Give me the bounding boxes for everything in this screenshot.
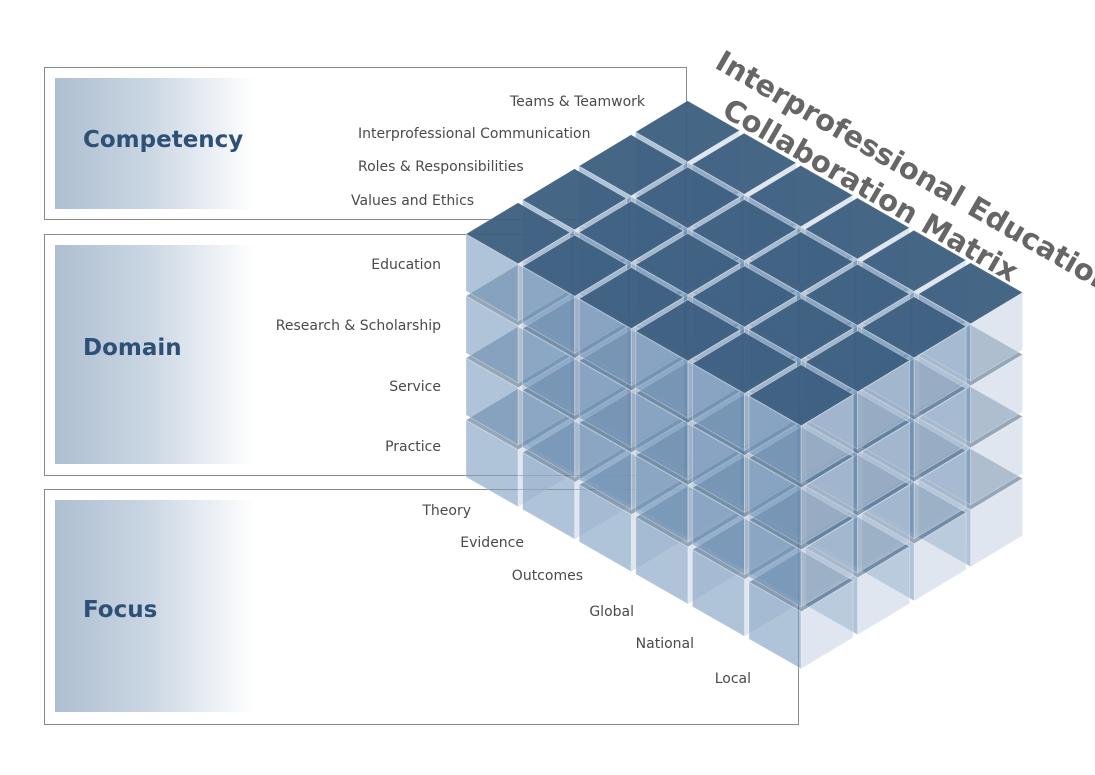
cube-top-face bbox=[521, 234, 628, 297]
cube-right-face bbox=[635, 392, 689, 481]
domain-label-service: Service bbox=[389, 379, 441, 395]
competency-panel-fill bbox=[55, 78, 255, 209]
domain-label-education: Education bbox=[371, 257, 441, 273]
cube-top-face bbox=[804, 197, 911, 260]
cube-top-face bbox=[634, 233, 741, 296]
cube-top-face bbox=[748, 364, 854, 427]
cube-right-face bbox=[635, 454, 689, 543]
focus-label-theory: Theory bbox=[422, 503, 471, 519]
cube-top-face bbox=[747, 165, 854, 228]
domain-label-research: Research & Scholarship bbox=[275, 318, 441, 334]
focus-label-outcomes: Outcomes bbox=[511, 568, 583, 584]
cube-top-face bbox=[634, 100, 741, 163]
cube-right-face bbox=[522, 327, 576, 416]
cube-top-face bbox=[634, 166, 741, 229]
domain-title: Domain bbox=[83, 335, 182, 361]
cube-top-face bbox=[465, 202, 571, 265]
cube-top-face bbox=[691, 331, 798, 394]
cube-top-face bbox=[804, 263, 911, 326]
cube-top-face bbox=[748, 297, 854, 360]
cube-top-face bbox=[917, 262, 1024, 325]
cube-right-face bbox=[465, 357, 519, 446]
cube-top-face bbox=[748, 231, 854, 294]
focus-title: Focus bbox=[83, 597, 158, 623]
competency-label-communication: Interprofessional Communication bbox=[358, 126, 591, 142]
competency-label-teams: Teams & Teamwork bbox=[510, 94, 645, 110]
focus-label-national: National bbox=[635, 636, 694, 652]
focus-panel-fill bbox=[55, 500, 255, 712]
cube-top-face bbox=[804, 330, 911, 393]
cube-top-face bbox=[691, 199, 798, 262]
competency-label-values: Values and Ethics bbox=[351, 193, 475, 209]
cube-top-face bbox=[635, 299, 741, 362]
focus-label-evidence: Evidence bbox=[460, 535, 524, 551]
cube-right-face bbox=[465, 419, 519, 508]
cube-right-face bbox=[635, 330, 689, 419]
domain-label-practice: Practice bbox=[385, 439, 441, 455]
cube-top-face bbox=[578, 200, 684, 263]
cube-top-face bbox=[578, 134, 684, 197]
cube-top-face bbox=[578, 267, 685, 330]
cube-right-face bbox=[522, 265, 576, 354]
cube-top-face bbox=[861, 229, 967, 292]
competency-label-roles: Roles & Responsibilities bbox=[358, 159, 524, 175]
focus-label-global: Global bbox=[589, 604, 634, 620]
cube-right-face bbox=[522, 451, 576, 540]
competency-title: Competency bbox=[83, 127, 244, 153]
cube-right-face bbox=[465, 295, 519, 384]
cube-top-face bbox=[691, 132, 797, 195]
cube-right-face bbox=[522, 389, 576, 478]
domain-panel-fill bbox=[55, 245, 255, 464]
cube-top-face bbox=[691, 265, 798, 328]
focus-label-local: Local bbox=[714, 671, 751, 687]
cube-top-face bbox=[861, 296, 967, 359]
cube-top-face bbox=[521, 168, 628, 231]
